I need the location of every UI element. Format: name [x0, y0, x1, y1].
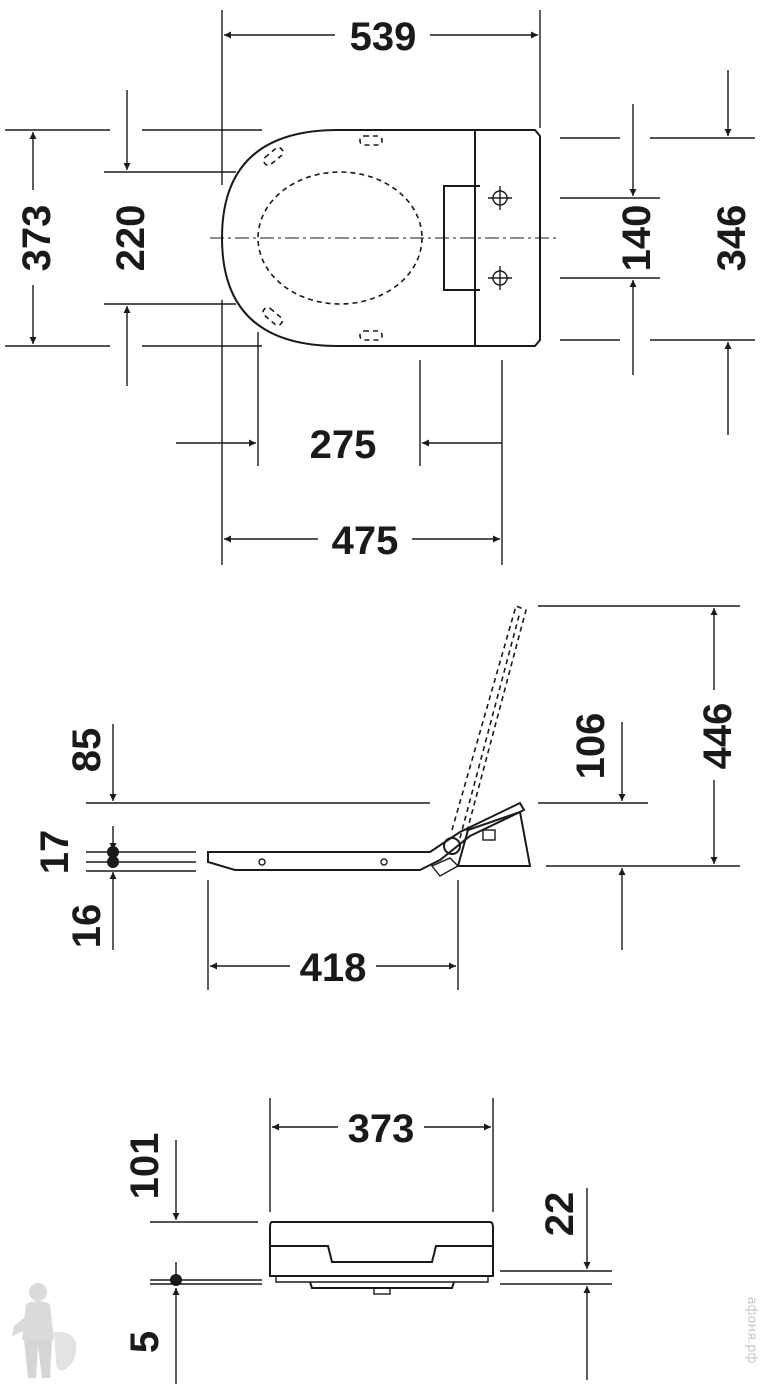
dim-140: 140	[615, 205, 659, 272]
dim-475: 475	[332, 519, 399, 563]
dim-22: 22	[538, 1192, 582, 1237]
bumper-left-bottom	[262, 306, 284, 327]
dim-85: 85	[65, 728, 109, 773]
dim-346: 346	[710, 205, 754, 272]
bumper-bottom	[359, 330, 383, 341]
dim-418: 418	[300, 946, 367, 990]
dim-101: 101	[123, 1133, 167, 1200]
dim-220: 220	[109, 205, 153, 272]
dim-106: 106	[569, 713, 613, 780]
hinge-body	[456, 810, 532, 867]
dim-373-rear: 373	[348, 1107, 415, 1151]
rear-profile	[269, 1221, 494, 1277]
seat-profile	[207, 801, 526, 871]
bumper-top	[359, 135, 383, 146]
bumper-left-top	[262, 146, 284, 167]
top-view: 539 373 220 140 346 275 475	[5, 10, 755, 565]
dim-446: 446	[696, 703, 740, 770]
side-view: 446 85 106 17 16 418	[33, 604, 740, 990]
dim-16: 16	[65, 904, 109, 949]
dim-17: 17	[33, 830, 77, 875]
fixing-point-top-icon	[488, 186, 512, 210]
dim-539: 539	[350, 15, 417, 59]
dim-5: 5	[123, 1331, 167, 1353]
rear-view: 373 101 22 5	[123, 1098, 612, 1384]
hinge-block	[474, 129, 541, 347]
fixing-point-bottom-icon	[488, 266, 512, 290]
dim-373-left: 373	[15, 205, 59, 272]
watermark-text: афоня.рф	[744, 1297, 759, 1364]
plumber-mascot-icon	[12, 1283, 77, 1378]
dim-275: 275	[310, 423, 377, 467]
open-lid	[451, 604, 527, 836]
